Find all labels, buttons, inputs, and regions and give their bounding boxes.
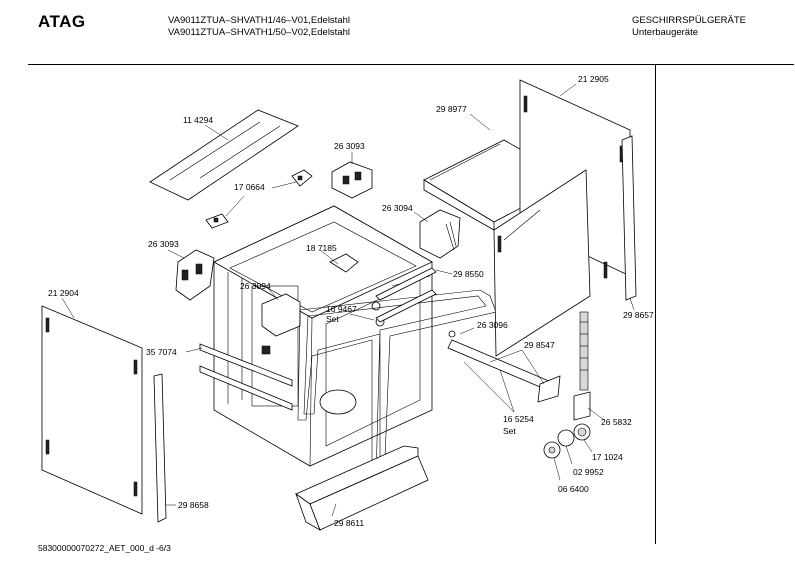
brand-logo: ATAG (38, 12, 86, 31)
part-side-panel-212905 (493, 79, 631, 357)
label-298658: 29 8658 (178, 500, 209, 510)
part-strip-298657 (621, 135, 637, 311)
label-212904: 21 2904 (48, 288, 79, 298)
part-strip-298658 (153, 373, 176, 523)
part-sheet-114294 (149, 109, 299, 201)
label-263093-top: 26 3093 (334, 141, 365, 151)
label-298657: 29 8657 (623, 310, 654, 320)
model-line-1: VA9011ZTUA–SHVATH1/46–V01,Edelstahl (168, 15, 351, 26)
footer-code: 58300000070272_AET_000_d -6/3 (38, 543, 171, 553)
category-info: GESCHIRRSPÜLGERÄTE Unterbaugeräte (632, 15, 746, 39)
label-357074: 35 7074 (146, 347, 177, 357)
category-line-1: GESCHIRRSPÜLGERÄTE (632, 15, 747, 26)
part-spray-arm-298547 (447, 327, 561, 403)
label-114294: 11 4294 (183, 115, 213, 125)
label-187185: 18 7185 (306, 243, 337, 253)
part-hose-265832 (573, 311, 605, 421)
label-298547: 29 8547 (524, 340, 555, 350)
model-info: VA9011ZTUA–SHVATH1/46–V01,Edelstahl VA90… (168, 15, 350, 39)
label-165254: 16 5254 (503, 414, 534, 424)
label-298550: 29 8550 (453, 269, 484, 279)
label-298611: 29 8611 (334, 518, 364, 528)
category-line-2: Unterbaugeräte (632, 27, 699, 38)
label-263094-mid: 26 3094 (240, 281, 271, 291)
part-rail-298550 (375, 267, 453, 323)
label-212905: 21 2905 (578, 74, 609, 84)
label-165254-set: Set (503, 426, 516, 436)
label-265832: 26 5832 (601, 417, 632, 427)
label-029952: 02 9952 (573, 467, 604, 477)
part-clip-263093-left (167, 249, 215, 301)
label-169467-set: Set (326, 314, 339, 324)
part-fittings (543, 423, 593, 481)
part-clip-263093-top (331, 152, 373, 199)
part-rails-357074 (185, 343, 293, 411)
part-side-panel-212904 (41, 297, 143, 515)
label-066400: 06 6400 (558, 484, 589, 494)
part-tub-body (213, 205, 433, 467)
part-brackets-170664 (205, 169, 313, 229)
header-divider (28, 64, 794, 65)
label-263096: 26 3096 (477, 320, 508, 330)
label-298977: 29 8977 (436, 104, 467, 114)
model-line-2: VA9011ZTUA–SHVATH1/50–V02,Edelstahl (168, 27, 351, 38)
part-set-165254 (463, 361, 515, 413)
label-263094-right: 26 3094 (382, 203, 413, 213)
part-clip-263094-right (413, 209, 461, 259)
side-divider (655, 64, 656, 544)
label-263093-left: 26 3093 (148, 239, 179, 249)
label-171024: 17 1024 (592, 452, 623, 462)
label-169467: 16 9467 (326, 304, 357, 314)
label-170664: 17 0664 (234, 182, 265, 192)
part-plinth-298611 (295, 445, 429, 531)
